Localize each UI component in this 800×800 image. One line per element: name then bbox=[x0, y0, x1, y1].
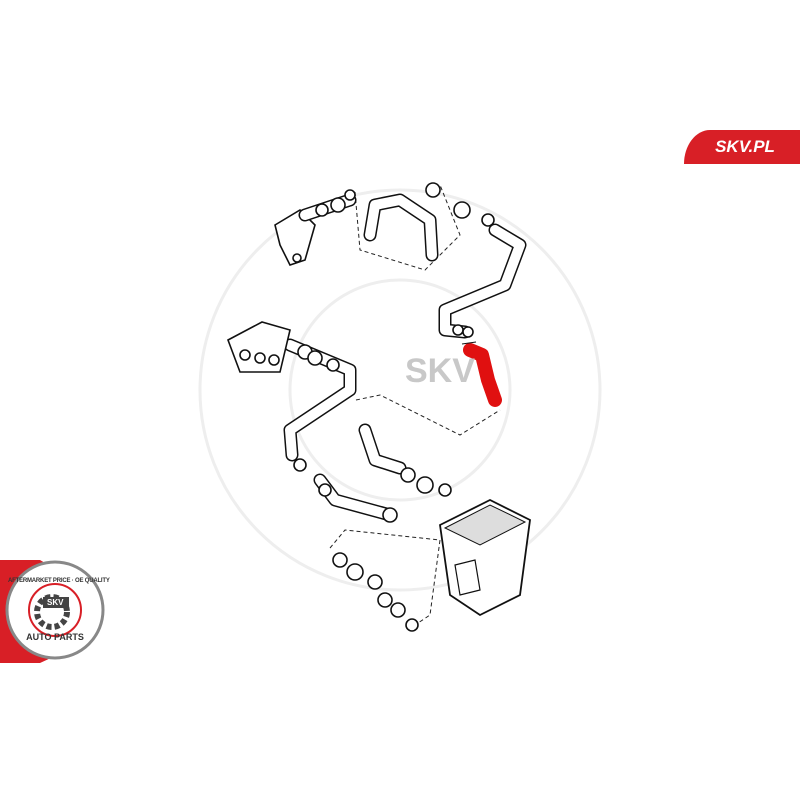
seal-top-text: AFTERMARKET PRICE · OE QUALITY bbox=[8, 578, 110, 584]
watermark-text: SKV bbox=[405, 352, 475, 390]
seal-center-text: SKV bbox=[47, 598, 64, 607]
intercooler bbox=[439, 498, 531, 617]
brand-badge: SKV.PL bbox=[684, 130, 800, 164]
highlighted-hose bbox=[463, 343, 502, 407]
dashed-guide-lines bbox=[329, 184, 501, 626]
upper-left-flange bbox=[274, 208, 316, 266]
seal-bottom-text: AUTO PARTS bbox=[26, 632, 84, 642]
clamps bbox=[293, 182, 495, 632]
skv-seal-logo bbox=[0, 560, 105, 663]
hoses bbox=[283, 193, 527, 522]
manifold bbox=[227, 321, 291, 373]
watermark-gear bbox=[198, 188, 602, 592]
